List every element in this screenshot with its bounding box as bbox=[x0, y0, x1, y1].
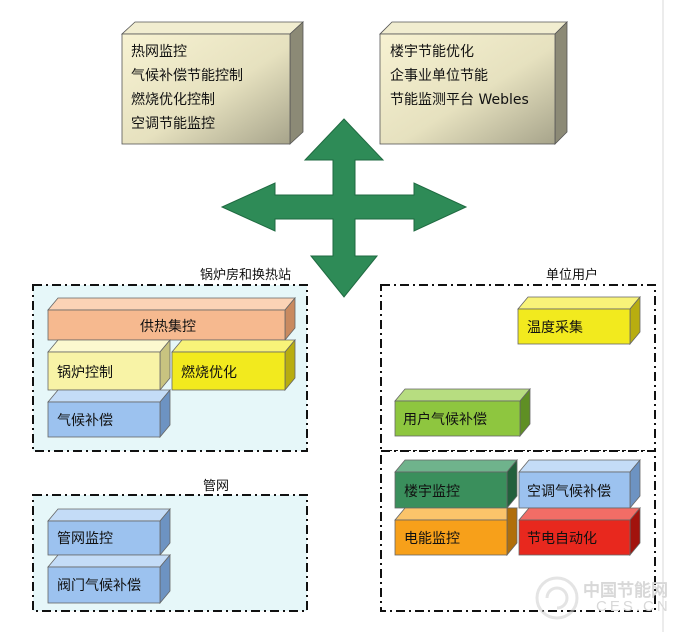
climate-compensation-block bbox=[47, 388, 171, 439]
section-label-pipe-network: 管网 bbox=[203, 479, 230, 494]
combustion-optimization-block bbox=[171, 338, 296, 392]
watermark-text-en: CES.CN bbox=[596, 598, 671, 615]
top-right-box-lines: 楼宇节能优化 企事业单位节能 节能监测平台 Webles bbox=[390, 40, 529, 112]
block-label-combustion-opt: 燃烧优化 bbox=[181, 365, 237, 381]
watermark-logo-icon bbox=[535, 576, 579, 620]
block-label-temp-collect: 温度采集 bbox=[527, 320, 583, 336]
block-label-power-monitor: 电能监控 bbox=[404, 531, 460, 547]
block-label-valve-climate: 阀门气候补偿 bbox=[57, 578, 141, 594]
ac-climate-block bbox=[518, 458, 641, 510]
watermark-text-cn: 中国节能网 bbox=[583, 581, 668, 600]
four-way-arrow-icon bbox=[220, 118, 468, 298]
block-label-climate-comp: 气候补偿 bbox=[57, 413, 113, 429]
section-label-boiler-station: 锅炉房和换热站 bbox=[200, 268, 292, 283]
block-label-heating-control: 供热集控 bbox=[140, 319, 196, 335]
block-label-power-automation: 节电自动化 bbox=[527, 531, 597, 547]
block-label-pipe-monitor: 管网监控 bbox=[57, 531, 113, 547]
power-monitor-block bbox=[394, 507, 518, 557]
valve-climate-block bbox=[47, 553, 171, 605]
pipe-monitor-block bbox=[47, 507, 171, 557]
top-right-feature-box bbox=[379, 21, 568, 145]
top-left-line-3: 燃烧优化控制 bbox=[131, 92, 215, 108]
heating-control-block bbox=[47, 296, 296, 342]
top-left-line-4: 空调节能监控 bbox=[131, 116, 215, 132]
block-label-building-monitor: 楼宇监控 bbox=[404, 484, 460, 500]
block-label-boiler-control: 锅炉控制 bbox=[57, 365, 113, 381]
building-monitor-block bbox=[394, 458, 518, 510]
top-right-line-3: 节能监测平台 Webles bbox=[390, 92, 529, 108]
temperature-collection-block bbox=[517, 295, 641, 346]
top-left-line-1: 热网监控 bbox=[131, 44, 187, 60]
block-label-ac-climate: 空调气候补偿 bbox=[527, 484, 611, 500]
section-label-unit-users: 单位用户 bbox=[546, 268, 599, 283]
block-label-user-climate: 用户气候补偿 bbox=[403, 412, 487, 428]
power-automation-block bbox=[518, 506, 641, 557]
top-right-line-2: 企事业单位节能 bbox=[390, 68, 488, 84]
top-left-box-lines: 热网监控 气候补偿节能控制 燃烧优化控制 空调节能监控 bbox=[131, 40, 243, 136]
top-left-line-2: 气候补偿节能控制 bbox=[131, 68, 243, 84]
boiler-control-block bbox=[47, 338, 171, 392]
user-climate-block bbox=[394, 387, 531, 438]
top-right-line-1: 楼宇节能优化 bbox=[390, 44, 474, 60]
top-left-feature-box bbox=[120, 21, 305, 145]
